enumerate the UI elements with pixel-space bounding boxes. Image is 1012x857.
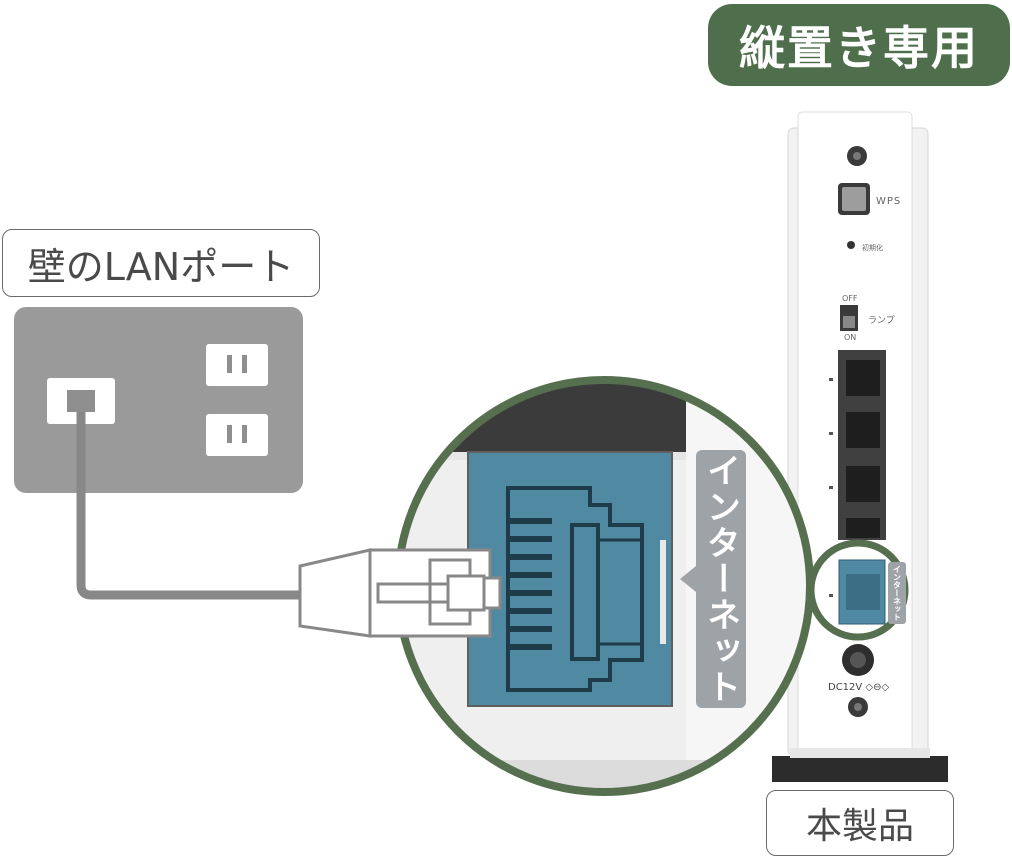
- lamp-off-label: OFF: [842, 294, 858, 303]
- wps-label: WPS: [876, 196, 902, 207]
- wall-lan-port-label: 壁のLANポート: [2, 229, 320, 297]
- vertical-only-badge: 縦置き専用: [708, 4, 1010, 86]
- wall-lan-jack-hole: [67, 390, 95, 412]
- power-outlet-top: [206, 344, 268, 386]
- rj45-plug: [298, 548, 502, 638]
- product-label: 本製品: [766, 790, 954, 856]
- lamp-label: ランプ: [868, 316, 895, 326]
- init-label: 初期化: [862, 244, 883, 252]
- router: [772, 111, 948, 782]
- router-internet-label: インターネット: [888, 562, 906, 624]
- zoom-internet-label: インターネット: [696, 450, 746, 708]
- power-outlet-bottom: [206, 414, 268, 456]
- lan-cable: [76, 412, 300, 600]
- lamp-on-label: ON: [844, 333, 857, 342]
- power-label: DC12V ◇⊖◇: [828, 682, 890, 693]
